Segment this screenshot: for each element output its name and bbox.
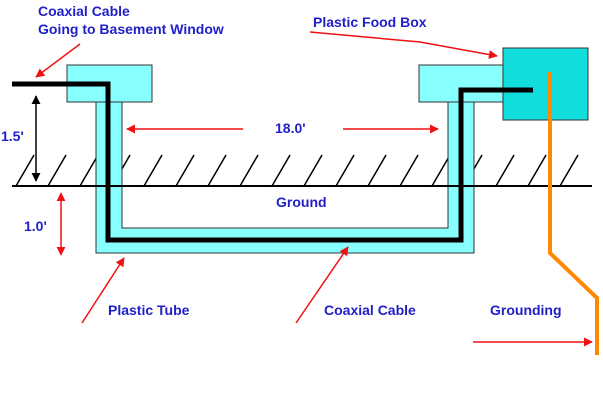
coaxial-cable — [12, 81, 533, 243]
coax-bottom-label: Coaxial Cable — [324, 302, 416, 318]
ground-hatching — [15, 154, 579, 187]
plastic-food-box — [502, 47, 589, 121]
tube-label: Plastic Tube — [108, 302, 190, 318]
coax-top-label-line1: Coaxial Cable — [38, 3, 130, 19]
grounding-label: Grounding — [490, 302, 562, 318]
tube-leader-arrow — [81, 257, 125, 324]
food-box-label: Plastic Food Box — [313, 14, 427, 30]
ground-label: Ground — [276, 194, 327, 210]
coax-bottom-leader-arrow — [295, 246, 349, 324]
grounding-wire — [548, 72, 599, 355]
depth-label: 1.0' — [24, 218, 47, 234]
coax-top-label-line2: Going to Basement Window — [38, 21, 224, 37]
coax-top-leader-arrow — [35, 43, 81, 78]
span-label: 18.0' — [275, 120, 306, 136]
height-label: 1.5' — [1, 128, 24, 144]
food-box-leader-arrow — [309, 31, 498, 59]
